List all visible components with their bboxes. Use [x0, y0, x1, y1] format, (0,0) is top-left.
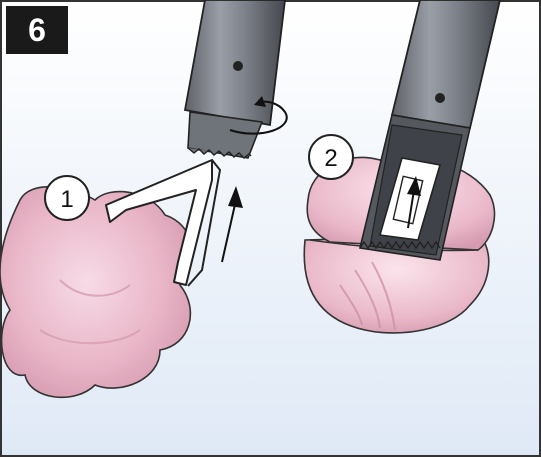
- callout-1-label: 1: [60, 186, 73, 213]
- shaft-pin-right: [435, 93, 445, 103]
- callout-1: 1: [45, 176, 89, 220]
- shaft-pin-left: [233, 61, 243, 71]
- callout-2: 2: [309, 135, 353, 179]
- step-number-badge: 6: [6, 6, 68, 54]
- callout-2-label: 2: [324, 145, 337, 172]
